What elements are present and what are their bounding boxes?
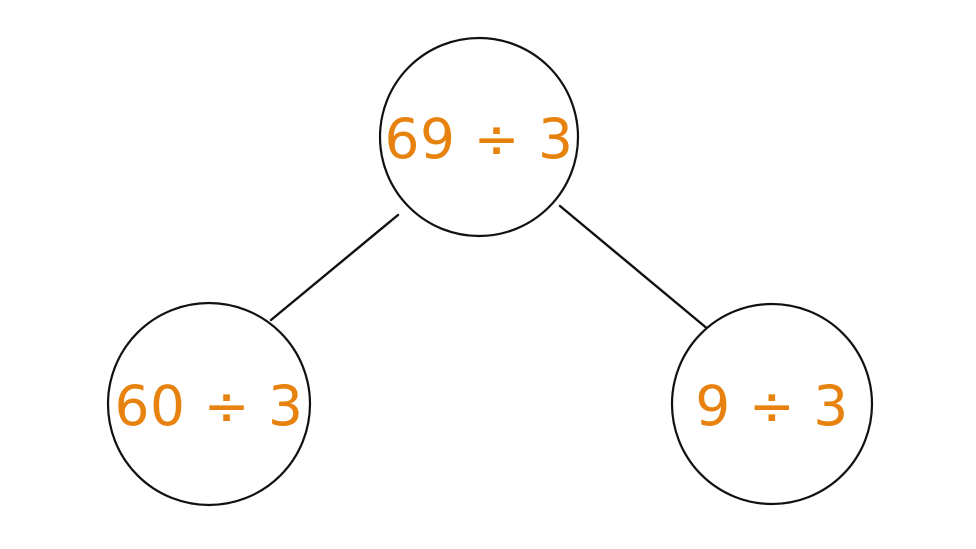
node-root-label: 69 ÷ 3 bbox=[384, 107, 573, 171]
node-left-child[interactable]: 60 ÷ 3 bbox=[106, 301, 312, 507]
node-root-circle[interactable] bbox=[378, 36, 580, 238]
edge-root-to-right-child bbox=[558, 204, 711, 332]
edge-root-to-left-child bbox=[269, 213, 400, 322]
node-root[interactable]: 69 ÷ 3 bbox=[378, 36, 580, 238]
node-right-child[interactable]: 9 ÷ 3 bbox=[670, 302, 874, 506]
node-left-child-circle[interactable] bbox=[106, 301, 312, 507]
node-right-child-label: 9 ÷ 3 bbox=[695, 374, 849, 438]
node-right-child-circle[interactable] bbox=[670, 302, 874, 506]
node-left-child-label: 60 ÷ 3 bbox=[114, 374, 303, 438]
